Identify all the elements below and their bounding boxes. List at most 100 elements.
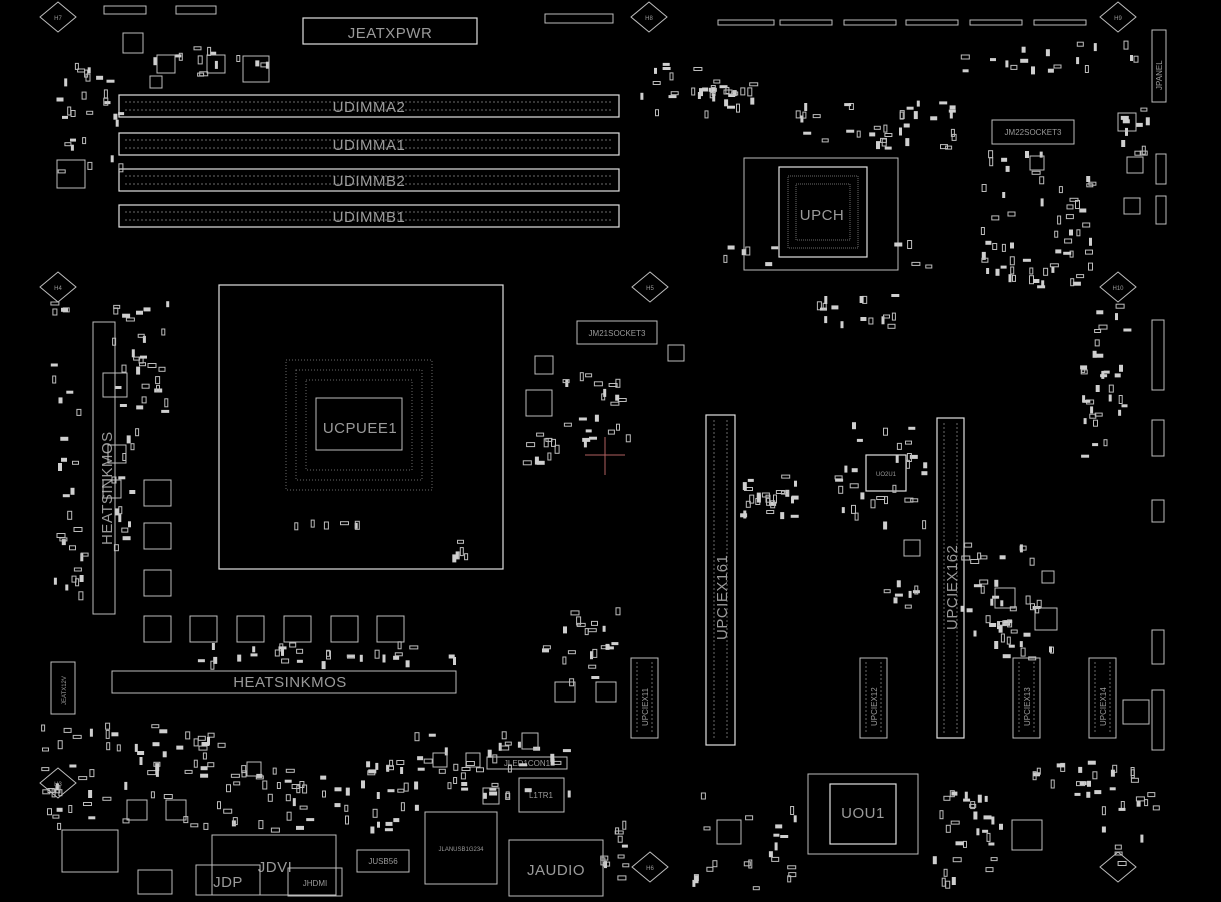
smd-pad bbox=[106, 742, 111, 751]
vrm-chokes bbox=[143, 479, 405, 643]
m2-socket-jm21: JM21SOCKET3 bbox=[576, 320, 658, 345]
smd-pad bbox=[922, 520, 927, 530]
smd-pad bbox=[321, 661, 326, 670]
top-headers bbox=[103, 5, 1087, 26]
smd-pad bbox=[769, 501, 777, 506]
smd-pad bbox=[115, 508, 120, 516]
heatsink-bottom-label: HEATSINKMOS bbox=[233, 674, 347, 691]
smd-pad bbox=[118, 514, 122, 523]
smd-pad bbox=[1114, 851, 1123, 856]
smd-pad bbox=[1080, 365, 1088, 370]
jlanusb-label: JLANUSB1G234 bbox=[438, 847, 484, 853]
smd-pad bbox=[773, 494, 777, 504]
udimma2-label: UDIMMA2 bbox=[333, 99, 406, 116]
smd-pad bbox=[72, 460, 79, 465]
smd-pad bbox=[553, 760, 562, 765]
smd-pad bbox=[979, 579, 989, 585]
smd-pad bbox=[291, 784, 300, 789]
small-ic bbox=[242, 55, 270, 83]
smd-pad bbox=[67, 510, 73, 520]
smd-pad bbox=[118, 506, 123, 515]
smd-pad bbox=[668, 95, 677, 99]
smd-pad bbox=[977, 794, 982, 803]
smd-pad bbox=[41, 724, 46, 732]
smd-pad bbox=[741, 249, 746, 256]
smd-pad bbox=[1082, 399, 1091, 403]
smd-pad bbox=[110, 155, 114, 163]
smd-pad bbox=[482, 792, 487, 799]
smd-pad bbox=[567, 790, 571, 798]
smd-pad bbox=[1057, 215, 1062, 225]
smd-pad bbox=[67, 106, 72, 116]
smd-pad bbox=[1076, 41, 1084, 47]
smd-pad bbox=[73, 567, 82, 572]
smd-pad bbox=[396, 760, 405, 765]
smd-pad bbox=[605, 643, 610, 650]
smd-pad bbox=[604, 861, 607, 869]
smd-pad bbox=[607, 429, 615, 435]
smd-pad bbox=[1036, 767, 1041, 775]
smd-pad bbox=[147, 363, 157, 368]
smd-pad bbox=[405, 660, 410, 668]
smd-pad bbox=[1118, 807, 1126, 811]
smd-pad bbox=[1076, 57, 1080, 65]
smd-pad bbox=[76, 408, 82, 416]
smd-pad bbox=[748, 859, 753, 869]
chip-uou1: UOU1 bbox=[807, 773, 919, 855]
smd-pad bbox=[791, 495, 799, 500]
smd-pad bbox=[310, 519, 315, 528]
smd-pad bbox=[61, 539, 66, 546]
smd-pad bbox=[740, 513, 748, 518]
smd-pad bbox=[57, 822, 62, 830]
smd-pad bbox=[453, 657, 456, 665]
smd-pad bbox=[795, 110, 801, 119]
smd-pad bbox=[697, 92, 701, 99]
smd-pad bbox=[281, 647, 284, 656]
smd-pad bbox=[615, 607, 621, 616]
smd-pad bbox=[88, 790, 93, 798]
smd-pad bbox=[517, 741, 521, 748]
jpanel-label: JPANEL bbox=[1155, 60, 1164, 90]
smd-pad bbox=[80, 553, 84, 562]
smd-pad bbox=[340, 521, 349, 526]
smd-pad bbox=[1140, 107, 1148, 112]
smd-pad bbox=[990, 598, 994, 606]
smd-pad bbox=[788, 872, 797, 878]
smd-pad bbox=[128, 521, 131, 528]
smd-pad bbox=[563, 626, 567, 634]
smd-pad bbox=[397, 788, 405, 793]
smd-pad bbox=[1004, 620, 1013, 624]
smd-pad bbox=[68, 805, 73, 813]
smd-pad bbox=[296, 659, 303, 663]
smd-pad bbox=[526, 442, 536, 448]
smd-pad bbox=[712, 93, 716, 102]
smd-pad bbox=[780, 512, 785, 520]
smd-pad bbox=[692, 879, 696, 887]
smd-pad bbox=[881, 138, 887, 147]
smd-pad bbox=[719, 85, 728, 89]
smd-pad bbox=[1118, 395, 1123, 404]
smd-pad bbox=[1076, 229, 1081, 237]
smd-pad bbox=[147, 770, 157, 776]
smd-pad bbox=[89, 769, 95, 778]
smd-pad bbox=[1020, 58, 1029, 63]
upciex11-label: UPCIEX11 bbox=[641, 687, 650, 726]
smd-pad bbox=[384, 828, 393, 832]
smd-pad bbox=[1054, 230, 1059, 238]
smd-pad bbox=[963, 798, 971, 802]
smd-pad bbox=[1130, 55, 1133, 61]
smd-pad bbox=[394, 652, 403, 657]
smd-pad bbox=[334, 787, 342, 792]
smd-pad bbox=[999, 555, 1006, 560]
smd-pad bbox=[940, 144, 948, 150]
small-ic bbox=[206, 54, 226, 74]
heatsink-left: HEATSINKMOS bbox=[92, 321, 116, 615]
smd-pad bbox=[217, 742, 226, 748]
smd-pad bbox=[190, 823, 199, 828]
smd-pad bbox=[42, 747, 49, 752]
smd-pad bbox=[359, 654, 363, 662]
smd-pad bbox=[1139, 150, 1148, 156]
smd-pad bbox=[1039, 151, 1043, 158]
smd-pad bbox=[616, 423, 620, 431]
